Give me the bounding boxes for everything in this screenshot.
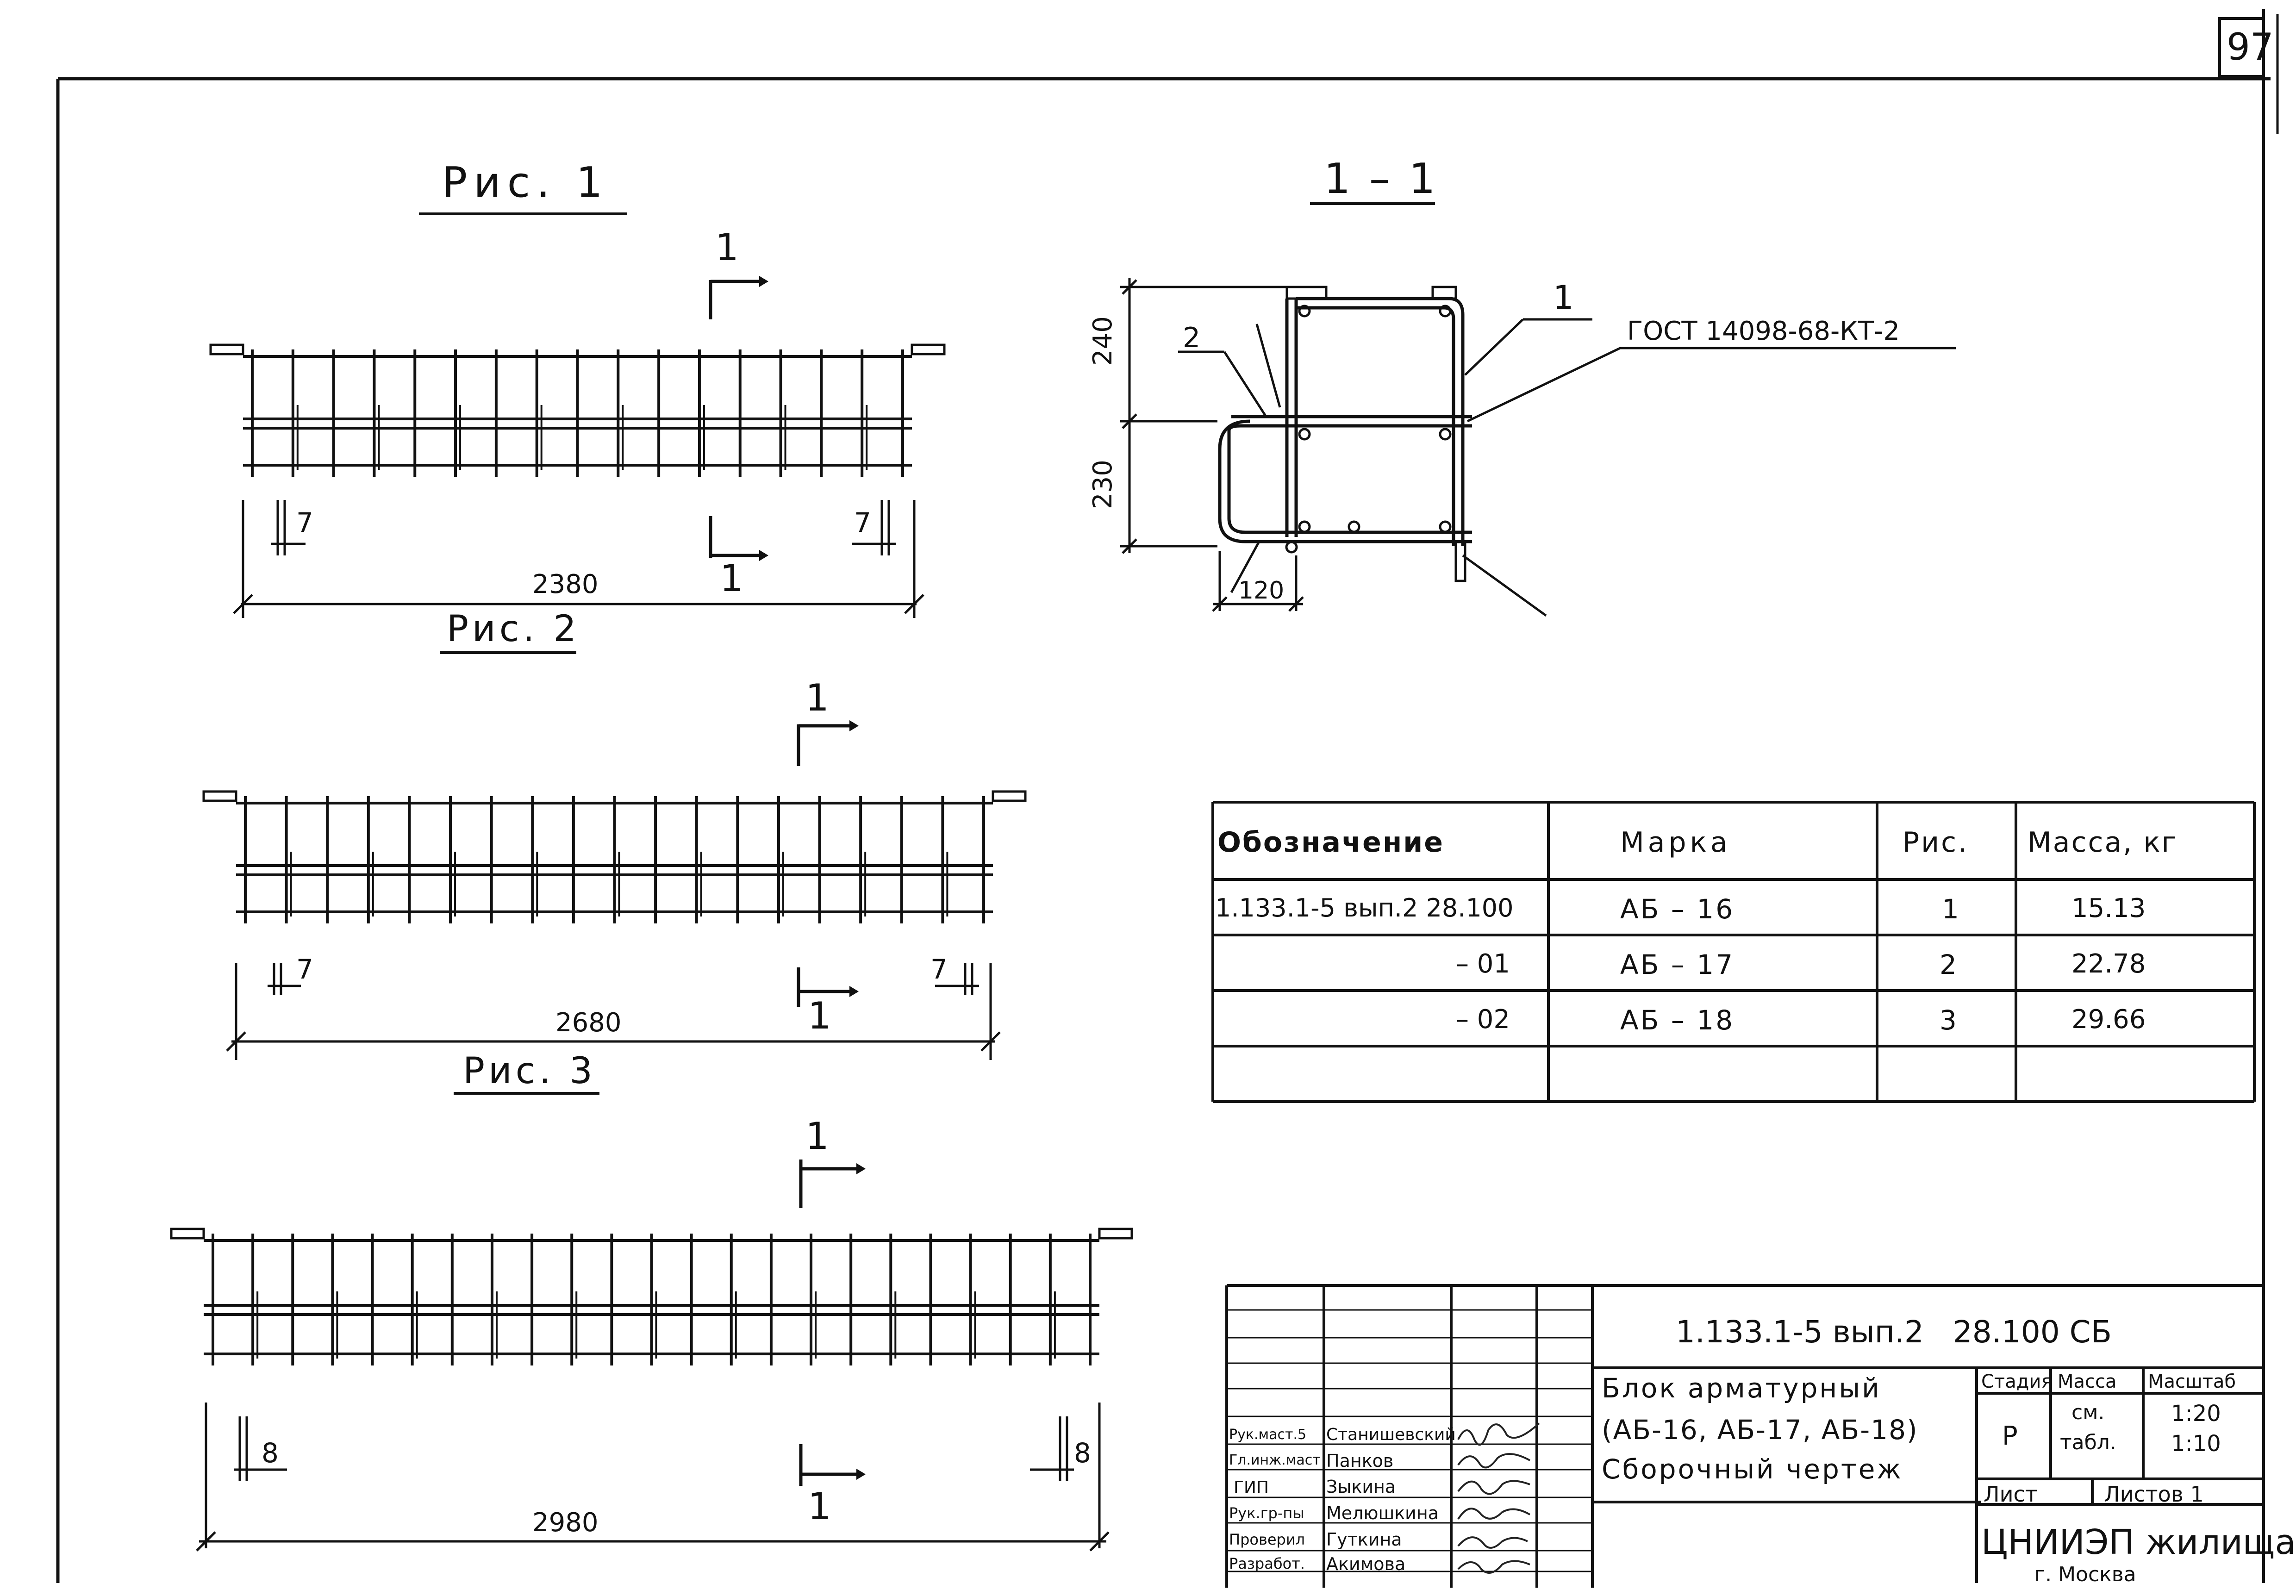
dimension-lines bbox=[196, 500, 1110, 1552]
figure-2-title: Рис. 2 bbox=[447, 608, 580, 650]
lifting-loop-left bbox=[202, 790, 237, 802]
signature-role-5: Проверил bbox=[1229, 1531, 1305, 1548]
spec-row-3-mass: 29.66 bbox=[2071, 1004, 2146, 1035]
figure-3-title: Рис. 3 bbox=[463, 1050, 596, 1092]
scale-header: Масштаб bbox=[2148, 1371, 2236, 1392]
signature-name-4: Мелюшкина bbox=[1326, 1503, 1439, 1523]
section-dim-width: 120 bbox=[1238, 577, 1285, 605]
signature-role-3: ГИП bbox=[1234, 1478, 1269, 1497]
document-code: 1.133.1-5 вып.2 28.100 СБ bbox=[1676, 1314, 2112, 1350]
spec-row-2-mark: АБ – 17 bbox=[1620, 949, 1735, 980]
figure-3-section-mark-bottom: 1 bbox=[808, 1485, 831, 1528]
scale-value-line-1: 1:20 bbox=[2171, 1401, 2221, 1427]
mass-header: Масса bbox=[2058, 1371, 2117, 1392]
spec-header-mass: Масса, кг bbox=[2028, 826, 2178, 859]
drawing-frame bbox=[56, 9, 2279, 1583]
lifting-loop-right bbox=[911, 343, 946, 355]
rebar-cage-fig2 bbox=[202, 790, 1027, 923]
organization-city: г. Москва bbox=[2034, 1563, 2136, 1586]
lifting-loop-right bbox=[992, 790, 1027, 802]
figure-2-offset-right: 7 bbox=[930, 954, 948, 985]
spec-row-2-designation: – 01 bbox=[1456, 949, 1510, 979]
spec-header-figure: Рис. bbox=[1903, 826, 1969, 859]
signature-role-4: Рук.гр-пы bbox=[1229, 1504, 1304, 1522]
figure-2-offset-left: 7 bbox=[296, 954, 313, 985]
figure-1-section-mark-top: 1 bbox=[715, 226, 739, 269]
spec-row-1-figure: 1 bbox=[1942, 893, 1959, 925]
signature-name-6: Акимова bbox=[1326, 1554, 1406, 1574]
description-line-1: Блок арматурный bbox=[1602, 1372, 1881, 1404]
figure-3-length: 2980 bbox=[532, 1508, 599, 1538]
stage-value: Р bbox=[2002, 1421, 2018, 1451]
spec-row-3-mark: АБ – 18 bbox=[1620, 1004, 1735, 1036]
spec-table-grid bbox=[1211, 801, 2256, 1103]
figure-1-offset-right: 7 bbox=[854, 507, 871, 538]
spec-row-1-mass: 15.13 bbox=[2071, 893, 2146, 923]
section-cut-markers bbox=[709, 276, 866, 1486]
spec-row-2-mass: 22.78 bbox=[2071, 949, 2146, 979]
description-line-3: Сборочный чертеж bbox=[1602, 1453, 1903, 1485]
spec-row-3-figure: 3 bbox=[1940, 1004, 1957, 1036]
stage-header: Стадия bbox=[1981, 1371, 2053, 1392]
weld-note: ГОСТ 14098-68-КТ-2 bbox=[1627, 316, 1900, 346]
signature-role-6: Разработ. bbox=[1229, 1555, 1305, 1572]
rebar-cage-fig1 bbox=[209, 343, 946, 477]
lifting-loop-right bbox=[1098, 1228, 1133, 1240]
section-callout-2: 2 bbox=[1183, 322, 1201, 354]
spec-row-1-mark: АБ – 16 bbox=[1620, 893, 1735, 925]
signature-name-5: Гуткина bbox=[1326, 1529, 1402, 1550]
figure-2-section-mark-bottom: 1 bbox=[808, 994, 831, 1037]
signature-name-2: Панков bbox=[1326, 1451, 1394, 1471]
organization-name: ЦНИИЭП жилища bbox=[1981, 1522, 2296, 1562]
spec-header-mark: Марка bbox=[1620, 826, 1731, 859]
sheet-label: Лист bbox=[1984, 1482, 2038, 1507]
signature-role-2: Гл.инж.маст bbox=[1229, 1452, 1321, 1468]
section-dim-top: 240 bbox=[1088, 316, 1118, 366]
figure-3-offset-left: 8 bbox=[262, 1437, 279, 1469]
figure-2-section-mark-top: 1 bbox=[805, 676, 829, 719]
section-1-1-drawing bbox=[1120, 278, 1956, 617]
signature-role-1: Рук.маст.5 bbox=[1229, 1427, 1307, 1443]
figure-1-length: 2380 bbox=[532, 569, 599, 599]
description-line-2: (АБ-16, АБ-17, АБ-18) bbox=[1602, 1414, 1918, 1446]
section-callout-1: 1 bbox=[1553, 279, 1574, 317]
section-dim-bottom: 230 bbox=[1088, 460, 1118, 509]
signature-scribbles bbox=[1457, 1422, 1540, 1574]
figure-3-offset-right: 8 bbox=[1074, 1437, 1091, 1469]
signature-name-1: Станишевский bbox=[1326, 1425, 1456, 1444]
section-title: 1 – 1 bbox=[1324, 155, 1438, 203]
lifting-loop-left bbox=[170, 1228, 205, 1240]
figure-1-section-mark-bottom: 1 bbox=[720, 557, 743, 600]
figure-1-title: Рис. 1 bbox=[442, 158, 609, 207]
rebar-cage-fig3 bbox=[170, 1228, 1133, 1365]
spec-row-3-designation: – 02 bbox=[1456, 1004, 1510, 1035]
scale-value-line-2: 1:10 bbox=[2171, 1431, 2221, 1457]
figure-2-length: 2680 bbox=[555, 1008, 622, 1038]
lifting-loop-left bbox=[209, 343, 244, 355]
mass-value-line-2: табл. bbox=[2060, 1431, 2116, 1454]
spec-header-designation: Обозначение bbox=[1217, 826, 1445, 859]
sheet-number: 97 bbox=[2227, 25, 2274, 69]
mass-value-line-1: см. bbox=[2071, 1401, 2105, 1424]
title-block-grid bbox=[1225, 1284, 2264, 1588]
figure-1-offset-left: 7 bbox=[296, 507, 313, 538]
figure-3-section-mark-top: 1 bbox=[805, 1115, 829, 1158]
spec-row-2-figure: 2 bbox=[1940, 949, 1957, 980]
spec-row-1-designation: 1.133.1-5 вып.2 28.100 bbox=[1215, 893, 1514, 923]
sheets-count: Листов 1 bbox=[2104, 1482, 2204, 1507]
signature-name-3: Зыкина bbox=[1326, 1477, 1396, 1497]
